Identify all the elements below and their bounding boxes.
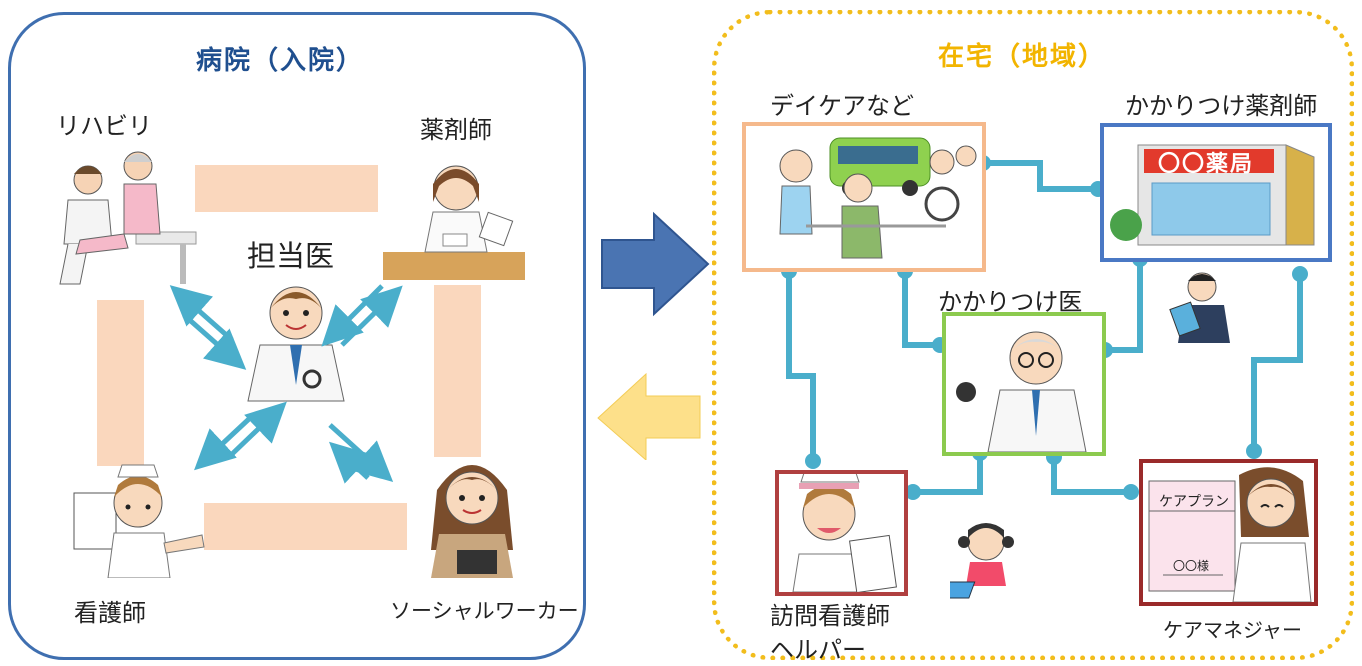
- bar-top: [195, 165, 378, 212]
- transition-arrows: [597, 211, 710, 460]
- home-title: 在宅（地域）: [938, 42, 1107, 72]
- hospital-arrows: [169, 284, 403, 484]
- pharmacy-sign: 〇〇薬局: [1158, 152, 1255, 177]
- arrow-right-icon: [601, 211, 710, 317]
- pharmacy-frame: 〇〇薬局: [1100, 123, 1332, 262]
- family-doctor-frame: [942, 312, 1106, 456]
- home-panel: [712, 10, 1354, 660]
- pharmacist-illustration: [383, 152, 525, 280]
- bar-right: [434, 285, 481, 457]
- nurse-label: 看護師: [74, 599, 146, 627]
- social-worker-label: ソーシャルワーカー: [390, 599, 579, 623]
- visiting-nurse-label-1: 訪問看護師: [770, 602, 890, 630]
- pharmacist-label: 薬剤師: [420, 116, 492, 144]
- child-tablet-illustration: [950, 518, 1022, 600]
- caseworker-tablet-illustration: [1168, 267, 1238, 343]
- care-manager-frame: ケアプラン 〇〇様: [1139, 459, 1318, 606]
- rehab-illustration: [40, 144, 198, 292]
- bar-left: [97, 300, 144, 466]
- social-worker-illustration: [417, 450, 527, 578]
- bar-bottom: [204, 503, 407, 550]
- arrow-left-icon: [597, 372, 701, 460]
- care-plan-title: ケアプラン: [1159, 494, 1229, 510]
- family-pharmacist-label: かかりつけ薬剤師: [1125, 92, 1318, 120]
- visiting-nurse-frame: [775, 470, 908, 596]
- family-doctor-label: かかりつけ医: [938, 288, 1083, 316]
- care-manager-label: ケアマネジャー: [1163, 618, 1302, 642]
- care-plan-name: 〇〇様: [1173, 559, 1210, 573]
- nurse-illustration: [70, 463, 210, 578]
- doctor-illustration: [240, 275, 352, 405]
- visiting-nurse-label-2: ヘルパー: [770, 636, 866, 664]
- daycare-frame: [742, 122, 986, 272]
- hospital-panel: [8, 12, 586, 660]
- rehab-label: リハビリ: [56, 112, 152, 140]
- hospital-title: 病院（入院）: [196, 46, 365, 76]
- doctor-label: 担当医: [247, 239, 335, 273]
- daycare-label: デイケアなど: [770, 92, 914, 120]
